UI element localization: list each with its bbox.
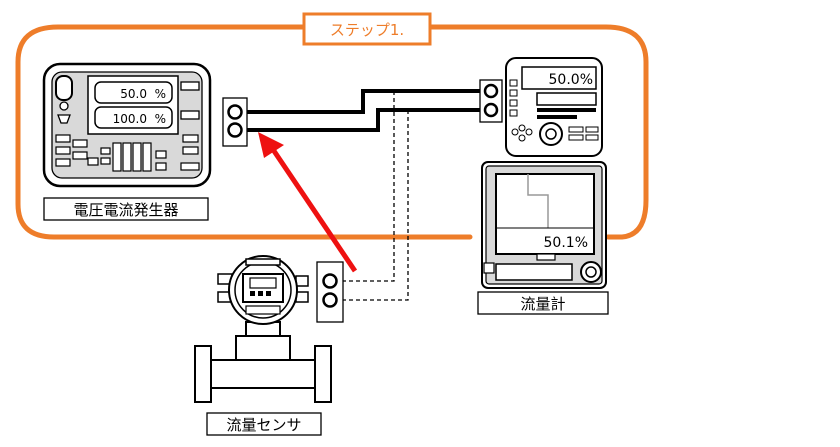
indicator-display [521,66,597,90]
indicator-readout: 50.0% [549,72,593,88]
recorder-readout: 50.1% [544,235,588,251]
step-frame [15,24,649,240]
generator-readout-bottom: 100.0 % [113,112,166,126]
generator-readout-top: 50.0 % [120,87,166,101]
generator-terminal-block [222,97,248,147]
recorder-slot [495,263,573,281]
generator-display-bottom [94,106,173,129]
lamp-icon [59,101,69,111]
power-knob-icon [55,75,73,101]
terminal-positive [227,104,243,120]
recorder-device: 50.1% [481,161,607,289]
sensor-terminal-block [316,261,344,323]
signal-arrow [258,132,358,273]
flow-sensor-device [194,255,332,403]
generator-display-top [94,81,173,104]
generator-device: 50.0 % 100.0 % [42,62,212,188]
recorder-label: 流量計 [520,295,565,313]
signal-wiring [243,89,490,301]
indicator-terminal-block [479,79,503,123]
mode-indicator-icon [57,114,71,124]
recorder-screen [495,173,595,255]
step-label: ステップ1. [330,21,404,39]
sensor-label: 流量センサ [226,416,301,434]
step-label-box [302,12,432,46]
generator-label: 電圧電流発生器 [73,201,178,219]
terminal-negative [227,122,243,138]
recorder-trend-line [527,174,549,228]
indicator-device: 50.0% [505,57,603,157]
